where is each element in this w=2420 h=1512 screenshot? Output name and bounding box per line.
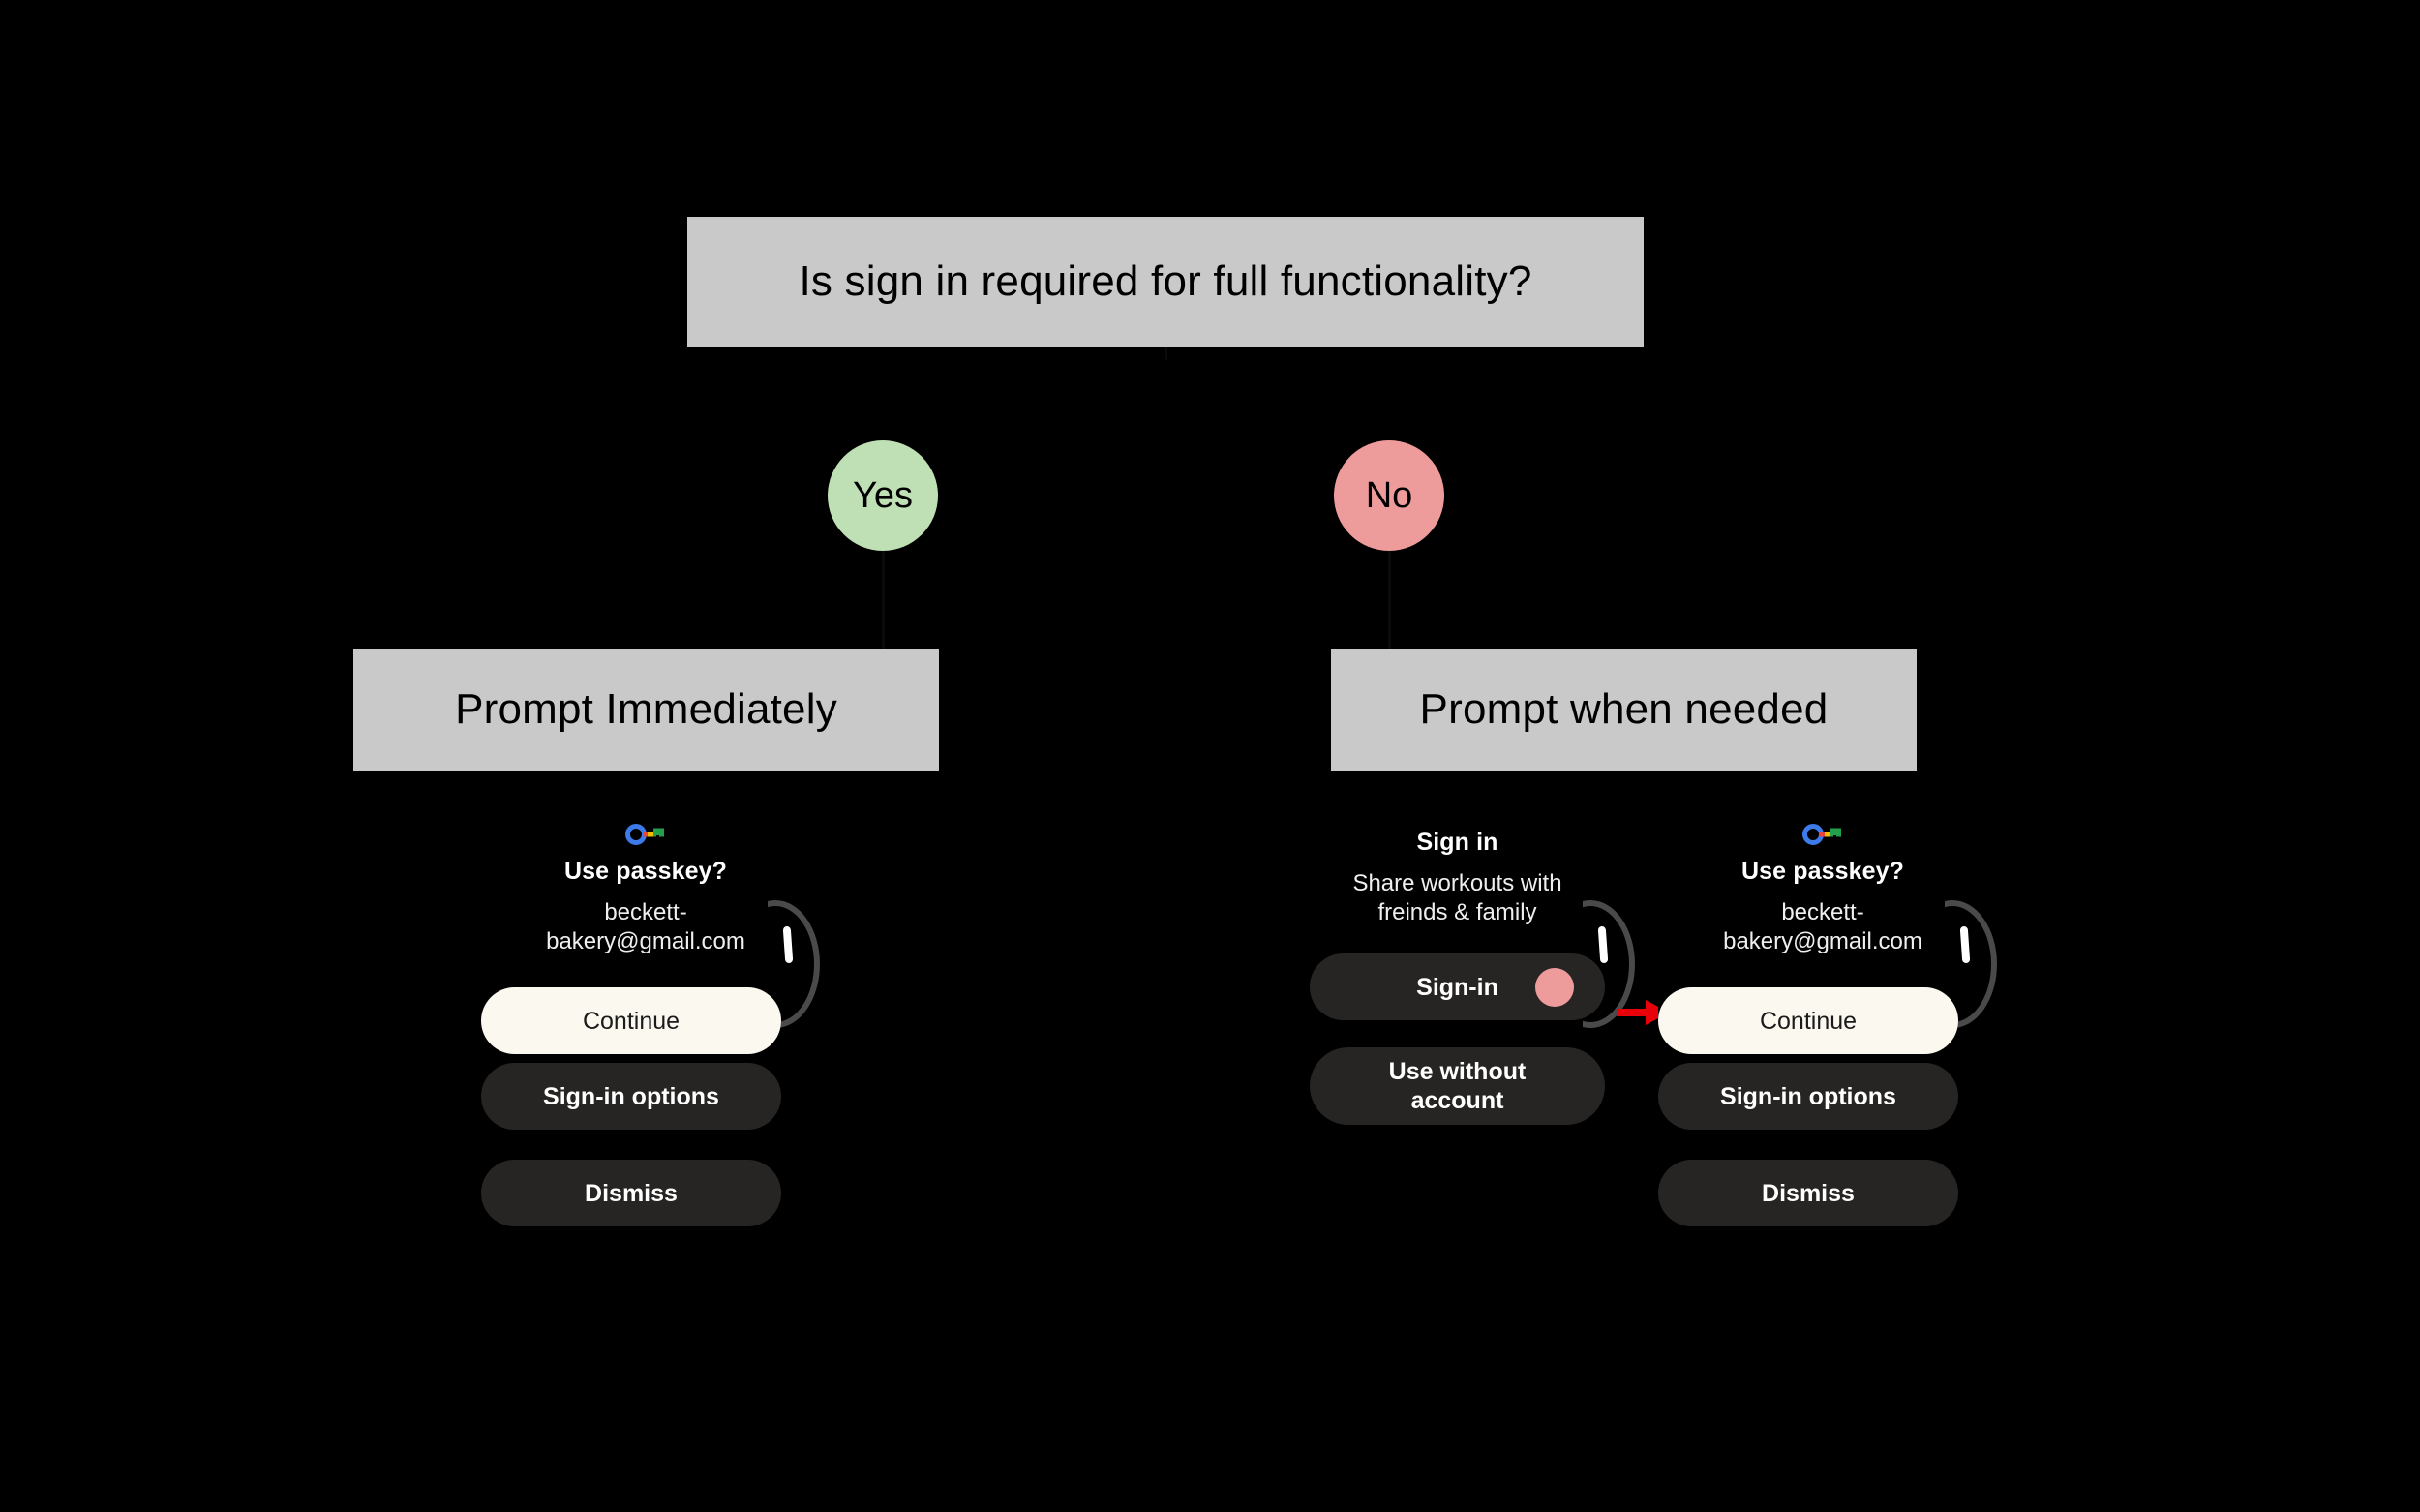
button-continue[interactable]: Continue (481, 987, 781, 1054)
red-arrow-shaft (1617, 1009, 1649, 1016)
button-sign-in-options-label: Sign-in options (1720, 1082, 1896, 1110)
decision-yes-label: Yes (853, 474, 913, 516)
mockup-left-passkey: Use passkey? beckett-bakery@gmail.com Co… (481, 803, 820, 1307)
button-dismiss[interactable]: Dismiss (481, 1160, 781, 1226)
decision-yes-circle: Yes (828, 440, 938, 551)
button-sign-in-options[interactable]: Sign-in options (481, 1063, 781, 1130)
connector-no-to-prompt-when-needed (1388, 551, 1391, 649)
mockup-left-subtitle: beckett-bakery@gmail.com (546, 899, 745, 954)
mockup-middle-signin: Sign in Share workouts with freinds & fa… (1310, 803, 1635, 1307)
button-sign-in-options[interactable]: Sign-in options (1658, 1063, 1958, 1130)
mockup-right-subtitle: beckett-bakery@gmail.com (1723, 899, 1922, 954)
decision-no-circle: No (1334, 440, 1444, 551)
decision-no-label: No (1365, 474, 1413, 516)
mockup-middle-title: Sign in (1416, 829, 1498, 856)
scroll-indicator[interactable] (1945, 900, 1999, 1028)
connector-question-to-yes (1165, 347, 1167, 360)
button-continue-label: Continue (1759, 1007, 1858, 1035)
question-box: Is sign in required for full functionali… (687, 217, 1644, 347)
button-continue[interactable]: Continue (1658, 987, 1958, 1054)
scroll-indicator[interactable] (768, 900, 822, 1028)
google-passkey-icon (625, 823, 666, 846)
button-sign-in[interactable]: Sign-in (1310, 953, 1605, 1020)
scroll-indicator[interactable] (1583, 900, 1637, 1028)
mockup-left-title: Use passkey? (564, 858, 727, 885)
outcome-prompt-when-needed-box: Prompt when needed (1331, 649, 1917, 771)
mockup-middle-subtitle: Share workouts with freinds & family (1352, 870, 1562, 925)
button-dismiss-label: Dismiss (585, 1179, 678, 1207)
button-dismiss-label: Dismiss (1762, 1179, 1855, 1207)
tap-indicator-dot (1535, 967, 1574, 1007)
button-use-without-account[interactable]: Use without account (1310, 1047, 1605, 1125)
connector-yes-to-prompt-immediately (882, 551, 885, 649)
button-use-without-account-label: Use without account (1388, 1058, 1527, 1114)
button-continue-label: Continue (582, 1007, 681, 1035)
google-passkey-icon (1802, 823, 1843, 846)
outcome-prompt-immediately-box: Prompt Immediately (353, 649, 939, 771)
mockup-right-passkey: Use passkey? beckett-bakery@gmail.com Co… (1658, 803, 1997, 1307)
mockup-right-title: Use passkey? (1741, 858, 1904, 885)
button-sign-in-label: Sign-in (1416, 973, 1498, 1001)
button-sign-in-options-label: Sign-in options (543, 1082, 719, 1110)
button-dismiss[interactable]: Dismiss (1658, 1160, 1958, 1226)
